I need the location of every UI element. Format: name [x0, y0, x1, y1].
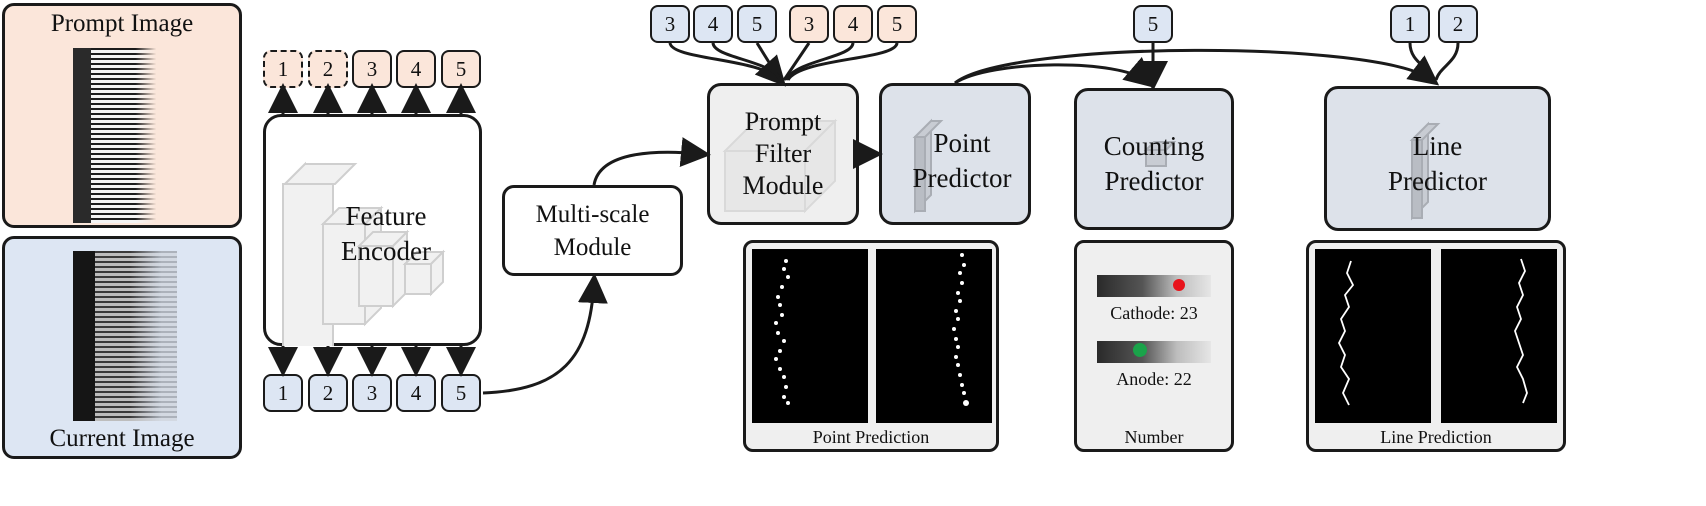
encoder-bottom-token-2: 2	[308, 374, 348, 412]
line-prediction-lines	[1337, 258, 1528, 406]
counting-predictor-label: Counting Predictor	[1103, 131, 1205, 196]
point-prediction-image-2	[876, 249, 992, 423]
counting-predictor-icon	[1143, 141, 1177, 167]
counting-predictor-box: Counting Predictor	[1074, 88, 1234, 230]
filter-input-token-5-current: 5	[737, 5, 777, 43]
point-prediction-image-1	[752, 249, 868, 423]
point-prediction-panel: Point Prediction	[743, 240, 999, 452]
encoder-bottom-token-4: 4	[396, 374, 436, 412]
cathode-dot	[1173, 279, 1185, 291]
line-prediction-image-1	[1315, 249, 1431, 423]
line-input-token-1: 1	[1390, 5, 1430, 43]
filter-input-token-3-prompt: 3	[789, 5, 829, 43]
anode-dot	[1133, 343, 1147, 357]
line-prediction-panel: Line Prediction	[1306, 240, 1566, 452]
point-predictor-layer-icon	[912, 118, 944, 214]
line-predictor-layer-icon	[1409, 121, 1441, 221]
encoder-top-token-1: 1	[263, 50, 303, 88]
current-image-title: Current Image	[49, 425, 195, 452]
point-predictor-label: Point Predictor	[912, 128, 1012, 193]
multiscale-module-box: Multi-scale Module	[502, 185, 683, 276]
encoder-cnn-icon	[282, 161, 446, 346]
filter-input-token-4-prompt: 4	[833, 5, 873, 43]
prompt-image-panel: Prompt Image	[2, 3, 242, 228]
line-predictor-label: Line Predictor	[1388, 131, 1487, 196]
filter-input-token-5-prompt: 5	[877, 5, 917, 43]
anode-count: Anode: 22	[1116, 369, 1192, 389]
cathode-count: Cathode: 23	[1110, 303, 1198, 323]
counting-input-token-5: 5	[1133, 5, 1173, 43]
prompt-image-title: Prompt Image	[50, 10, 194, 37]
anode-strip-image	[1097, 341, 1211, 363]
filter-cube-icon	[722, 118, 838, 214]
line-prediction-caption: Line Prediction	[1380, 427, 1492, 447]
point-prediction-caption: Point Prediction	[812, 427, 930, 447]
prompt-filter-module-box: Prompt Filter Module	[707, 83, 859, 225]
line-prediction-image-2	[1441, 249, 1557, 423]
filter-input-token-3-current: 3	[650, 5, 690, 43]
multiscale-module-label: Multi-scale Module	[535, 201, 650, 261]
current-image-edge	[73, 251, 95, 421]
prompt-filter-label: Prompt Filter Module	[742, 107, 824, 200]
number-panel: Cathode: 23 Anode: 22 Number	[1074, 240, 1234, 452]
current-image-panel: Current Image	[2, 236, 242, 459]
prompt-image-edge	[73, 48, 91, 223]
filter-input-token-4-current: 4	[693, 5, 733, 43]
feature-encoder-box: Feature Encoder	[263, 114, 482, 346]
line-input-token-2: 2	[1438, 5, 1478, 43]
number-caption: Number	[1124, 427, 1184, 447]
encoder-bottom-token-5: 5	[441, 374, 481, 412]
point-predictor-box: Point Predictor	[879, 83, 1031, 225]
feature-encoder-label: Feature Encoder	[341, 201, 431, 266]
line-predictor-box: Line Predictor	[1324, 86, 1551, 231]
point-prediction-dots	[774, 253, 969, 406]
encoder-bottom-token-3: 3	[352, 374, 392, 412]
